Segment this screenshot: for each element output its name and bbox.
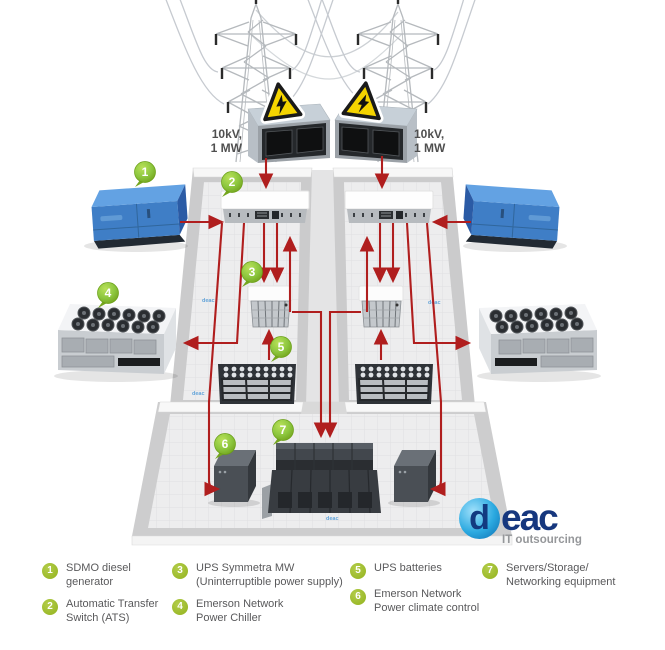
- deac-logo-tagline: IT outsourcing: [502, 534, 582, 546]
- badge-6: 6: [214, 433, 236, 459]
- badge-7: 7: [272, 419, 294, 445]
- badge-5: 5: [270, 336, 292, 362]
- legend-label-7: Servers/Storage/ Networking equipment: [506, 562, 616, 588]
- legend-label-5: UPS batteries: [374, 562, 442, 574]
- chiller-left: [53, 303, 179, 383]
- legend-label-6: Emerson Network Power climate control: [374, 588, 480, 614]
- feed-label-right-line2: 1 MW: [414, 141, 446, 155]
- datacenter-diagram: 10kV, 1 MW 10kV, 1 MW deac deac deac dea…: [53, 0, 602, 546]
- legend-item-5: 5 UPS batteries: [350, 562, 480, 579]
- high-voltage-warning-icon: [343, 81, 383, 119]
- legend-badge-2: 2: [42, 599, 58, 615]
- feed-label-right-line1: 10kV,: [414, 127, 444, 141]
- transmission-towers: [158, 0, 484, 164]
- svg-text:5: 5: [278, 340, 285, 354]
- svg-text:3: 3: [249, 265, 256, 279]
- badge-2: 2: [221, 171, 243, 197]
- legend-item-4: 4 Emerson Network Power Chiller: [172, 598, 347, 625]
- legend-item-7: 7 Servers/Storage/ Networking equipment: [482, 562, 642, 589]
- diagram-badges: 1 2 3 4 5 6 7: [97, 161, 294, 459]
- svg-text:1: 1: [142, 165, 149, 179]
- floor-watermark: deac: [326, 516, 339, 522]
- deac-logo-text: eac: [501, 497, 559, 538]
- badge-1: 1: [134, 161, 156, 187]
- ats-right: [344, 190, 434, 224]
- power-flow-arrows: [180, 156, 472, 497]
- ups-batteries-right: [354, 363, 434, 405]
- legend-item-2: 2 Automatic Transfer Switch (ATS): [42, 598, 167, 625]
- ats-left: [220, 190, 310, 224]
- legend-badge-5: 5: [350, 563, 366, 579]
- legend: 1 SDMO diesel generator 2 Automatic Tran…: [0, 562, 665, 650]
- ups-batteries-left: [217, 363, 297, 405]
- legend-item-6: 6 Emerson Network Power climate control: [350, 588, 480, 615]
- deac-logo: d eac IT outsourcing: [459, 497, 599, 546]
- ups-left: [247, 285, 293, 328]
- floor-watermark: deac: [192, 391, 205, 397]
- legend-label-3: UPS Symmetra MW (Uninterruptible power s…: [196, 562, 343, 588]
- legend-badge-3: 3: [172, 563, 188, 579]
- svg-text:7: 7: [280, 423, 287, 437]
- ups-right: [358, 285, 404, 328]
- legend-label-4: Emerson Network Power Chiller: [196, 598, 284, 624]
- server-racks: [262, 443, 381, 519]
- badge-3: 3: [241, 261, 263, 287]
- legend-badge-7: 7: [482, 563, 498, 579]
- deac-logo-circle-icon: d: [459, 497, 500, 539]
- diesel-generator-right: [461, 183, 568, 253]
- legend-item-1: 1 SDMO diesel generator: [42, 562, 167, 589]
- legend-badge-1: 1: [42, 563, 58, 579]
- diesel-generator-left: [83, 183, 190, 253]
- floor-watermark: deac: [202, 298, 215, 304]
- chiller-right: [476, 303, 602, 383]
- feed-label-left-line2: 1 MW: [211, 141, 243, 155]
- feed-label-left-line1: 10kV,: [212, 127, 242, 141]
- svg-text:2: 2: [229, 175, 236, 189]
- legend-label-2: Automatic Transfer Switch (ATS): [66, 598, 159, 624]
- legend-label-1: SDMO diesel generator: [66, 562, 131, 588]
- badge-4: 4: [97, 282, 119, 308]
- legend-badge-6: 6: [350, 589, 366, 605]
- svg-text:4: 4: [105, 286, 112, 300]
- legend-item-3: 3 UPS Symmetra MW (Uninterruptible power…: [172, 562, 347, 589]
- svg-text:6: 6: [222, 437, 229, 451]
- legend-badge-4: 4: [172, 599, 188, 615]
